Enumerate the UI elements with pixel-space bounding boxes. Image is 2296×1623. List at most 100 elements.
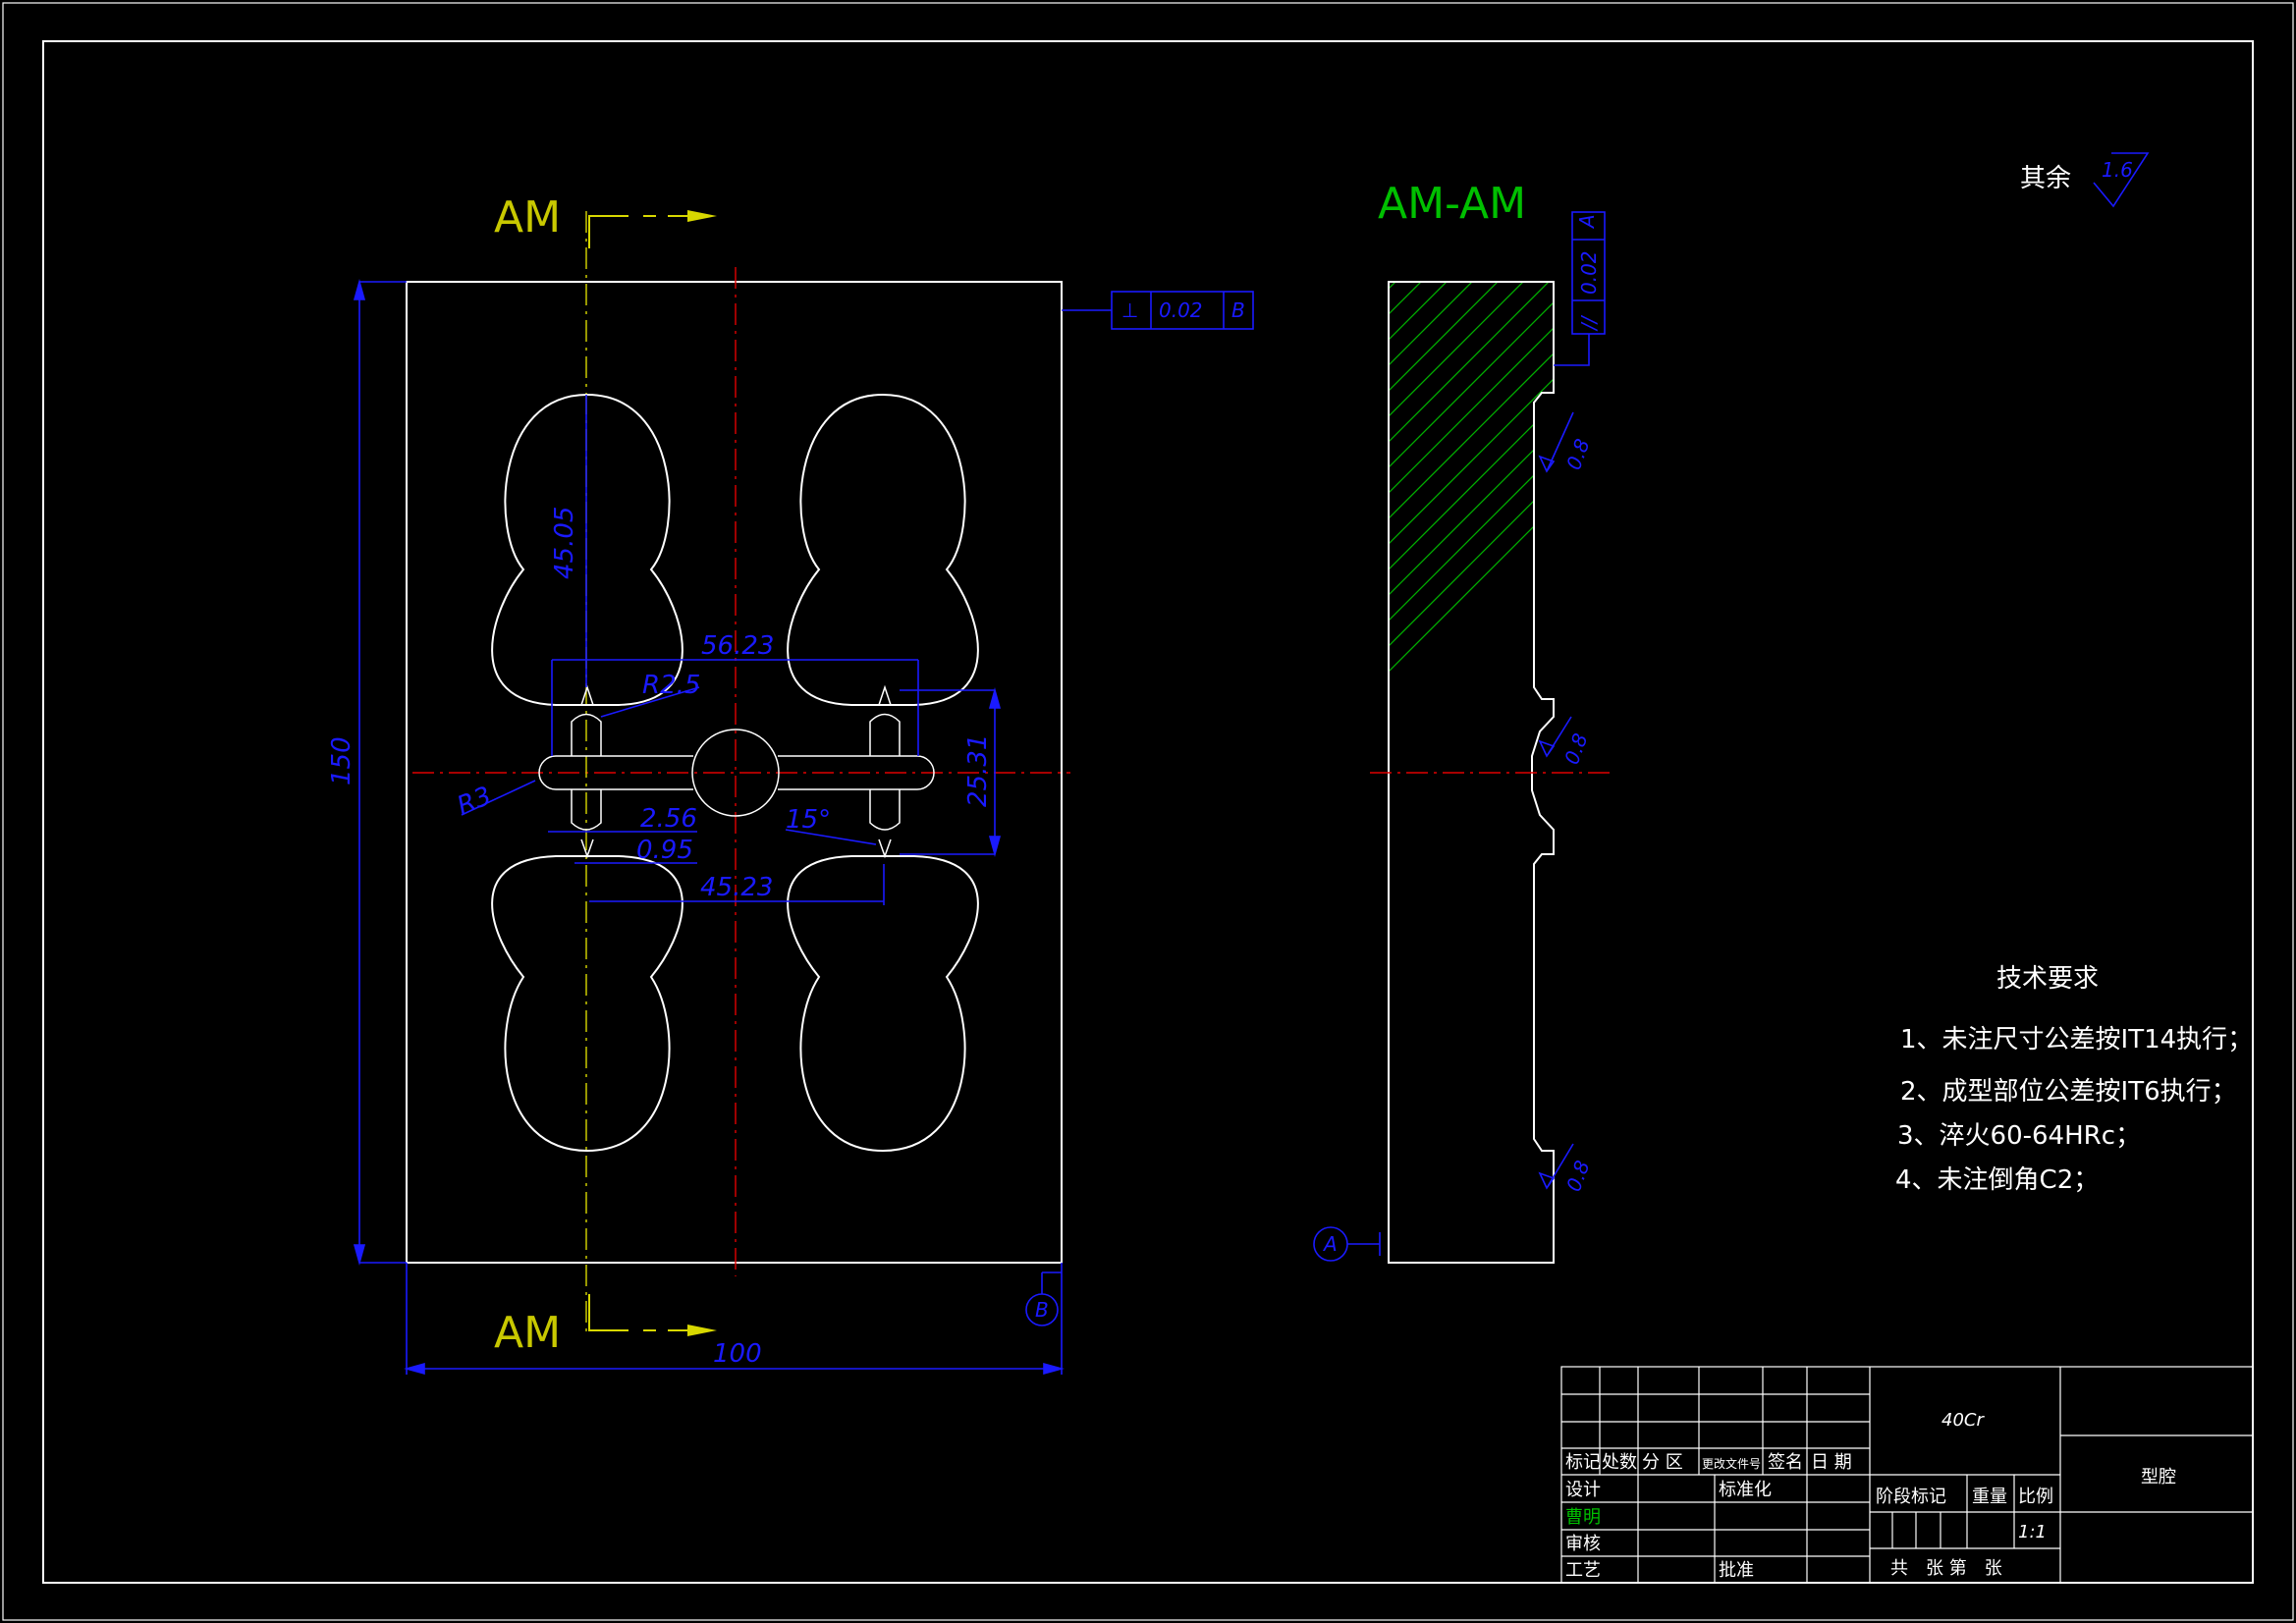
- tech-heading: 技术要求: [1996, 964, 2099, 994]
- hatch-line: [1389, 282, 1554, 1263]
- tb-count: 处数: [1602, 1452, 1637, 1473]
- roughness-symbol-2: [1538, 716, 1572, 758]
- tb-sheets: 共 张 第 张: [1890, 1558, 2002, 1579]
- hatch-line: [1389, 282, 1554, 1263]
- tb-weight: 重量: [1972, 1487, 2007, 1507]
- section-label-bottom: AM: [494, 1308, 561, 1358]
- tech-item-3: 3、淬火60-64HRc；: [1897, 1121, 2141, 1151]
- general-roughness-value: 1.6: [2102, 158, 2133, 182]
- material: 40Cr: [1941, 1410, 1985, 1431]
- hatch-line: [1389, 282, 1427, 1263]
- hatch-line: [1389, 282, 1554, 1263]
- parallelism-frame: A 0.02 //: [1554, 211, 1606, 366]
- section-arrow-bottom: [588, 1294, 687, 1331]
- technical-requirements: 技术要求 1、未注尺寸公差按IT14执行； 2、成型部位公差按IT6执行； 3、…: [1895, 964, 2253, 1195]
- cavity-top-left: [491, 393, 683, 706]
- roughness-symbols: 0.8 0.8 0.8: [1538, 411, 1595, 1195]
- dim-gate-width: 2.56: [640, 804, 697, 834]
- plate-outline: [406, 281, 1063, 1264]
- section-hatch: [196, 98, 1554, 1276]
- tb-process: 工艺: [1565, 1560, 1601, 1581]
- hatch-line: [1389, 282, 1554, 1263]
- roughness-symbol-3: [1538, 1143, 1574, 1190]
- general-roughness: 其余 1.6: [2020, 152, 2150, 208]
- dim-width: 100: [713, 1339, 762, 1369]
- dim-height: 150: [327, 736, 356, 785]
- tb-scale-label: 比例: [2018, 1487, 2053, 1507]
- dim-span-bottom: 45.23: [700, 873, 773, 902]
- hatch-line: [1389, 282, 1554, 1263]
- hatch-line: [1389, 282, 1554, 1263]
- drawing-frame: [42, 40, 2254, 1584]
- tech-item-4: 4、未注倒角C2；: [1895, 1165, 2099, 1195]
- hatch-line: [1389, 282, 1554, 1263]
- tb-design: 设计: [1565, 1480, 1601, 1500]
- hatch-line: [1389, 282, 1452, 1263]
- part-name: 型腔: [2141, 1467, 2176, 1488]
- perpendicularity-datum: B: [1231, 298, 1245, 322]
- dim-runner-vertical: 25.31: [963, 734, 993, 807]
- front-dimension-text: 150 100 45.05 56.23 45.23 25.31 R2.5 R3 …: [327, 507, 993, 1369]
- perpendicularity-symbol: ⊥: [1121, 298, 1138, 322]
- cavity-bottom-left: [491, 855, 683, 1153]
- front-view: AM AM: [406, 192, 1070, 1358]
- roughness-value-1: 0.8: [1561, 436, 1594, 473]
- section-outline: [1388, 281, 1555, 1264]
- cavity-top-right: [787, 393, 979, 706]
- tech-item-1: 1、未注尺寸公差按IT14执行；: [1900, 1025, 2253, 1055]
- hatch-line: [1389, 282, 1554, 1263]
- hatch-line: [1389, 282, 1503, 1263]
- hatch-line: [1389, 282, 1554, 1263]
- tb-approve: 批准: [1719, 1560, 1754, 1581]
- roughness-value-3: 0.8: [1561, 1158, 1594, 1195]
- general-roughness-label: 其余: [2020, 164, 2071, 193]
- section-arrow-top: [588, 215, 687, 248]
- datum-a-label: A: [1322, 1232, 1338, 1256]
- general-roughness-symbol: [2093, 152, 2150, 208]
- tb-doc: 更改文件号: [1702, 1456, 1761, 1471]
- dim-gate-land: 0.95: [636, 836, 693, 865]
- tb-check: 审核: [1565, 1534, 1601, 1554]
- tb-mark: 标记: [1565, 1452, 1601, 1473]
- tb-date: 日 期: [1811, 1452, 1852, 1473]
- perpendicularity-frame: ⊥ 0.02 B: [1062, 291, 1254, 330]
- section-arrow-bottom-head: [687, 1325, 717, 1336]
- runner-system: [538, 684, 935, 859]
- hatch-line: [1389, 282, 1554, 1263]
- hatch-line: [1389, 282, 1554, 1263]
- dim-angle: 15°: [786, 805, 831, 835]
- section-label-top: AM: [494, 192, 561, 243]
- dim-span-top: 56.23: [701, 631, 774, 661]
- datum-b: B: [1025, 1271, 1062, 1326]
- hatch-line: [196, 98, 1375, 1276]
- hatch-line: [1389, 282, 1401, 1263]
- tb-standard: 标准化: [1719, 1480, 1772, 1500]
- datum-a: A: [1313, 1226, 1381, 1262]
- front-dimensions: [353, 279, 1065, 1376]
- hatch-line: [1389, 282, 1529, 1263]
- parallelism-symbol: //: [1577, 314, 1601, 332]
- hatch-line: [1389, 282, 1554, 1263]
- roughness-value-2: 0.8: [1559, 730, 1592, 768]
- hatch-line: [1389, 282, 1554, 1263]
- section-view: AM-AM: [196, 98, 1611, 1276]
- dim-cavity-length: 45.05: [550, 507, 579, 579]
- hatch-line: [1389, 282, 1554, 1263]
- parallelism-value: 0.02: [1577, 250, 1601, 295]
- section-title: AM-AM: [1378, 179, 1526, 229]
- tb-drawn-by: 曹明: [1565, 1507, 1601, 1528]
- dim-end-radius: R3: [453, 782, 495, 822]
- tb-stage: 阶段标记: [1876, 1487, 1946, 1507]
- roughness-symbol-1: [1538, 411, 1574, 473]
- perpendicularity-value: 0.02: [1159, 298, 1203, 322]
- datum-b-label: B: [1035, 1298, 1049, 1322]
- dim-gate-radius: R2.5: [642, 671, 700, 700]
- tech-item-2: 2、成型部位公差按IT6执行；: [1900, 1077, 2237, 1107]
- parallelism-datum: A: [1575, 214, 1599, 230]
- title-block: 40Cr 型腔 标记 处数 分 区 更改文件号 签名 日 期 设计 标准化 曹明…: [1560, 1366, 2254, 1584]
- section-arrow-top-head: [687, 210, 717, 222]
- tb-sign: 签名: [1768, 1452, 1803, 1473]
- cavity-bottom-right: [787, 855, 979, 1153]
